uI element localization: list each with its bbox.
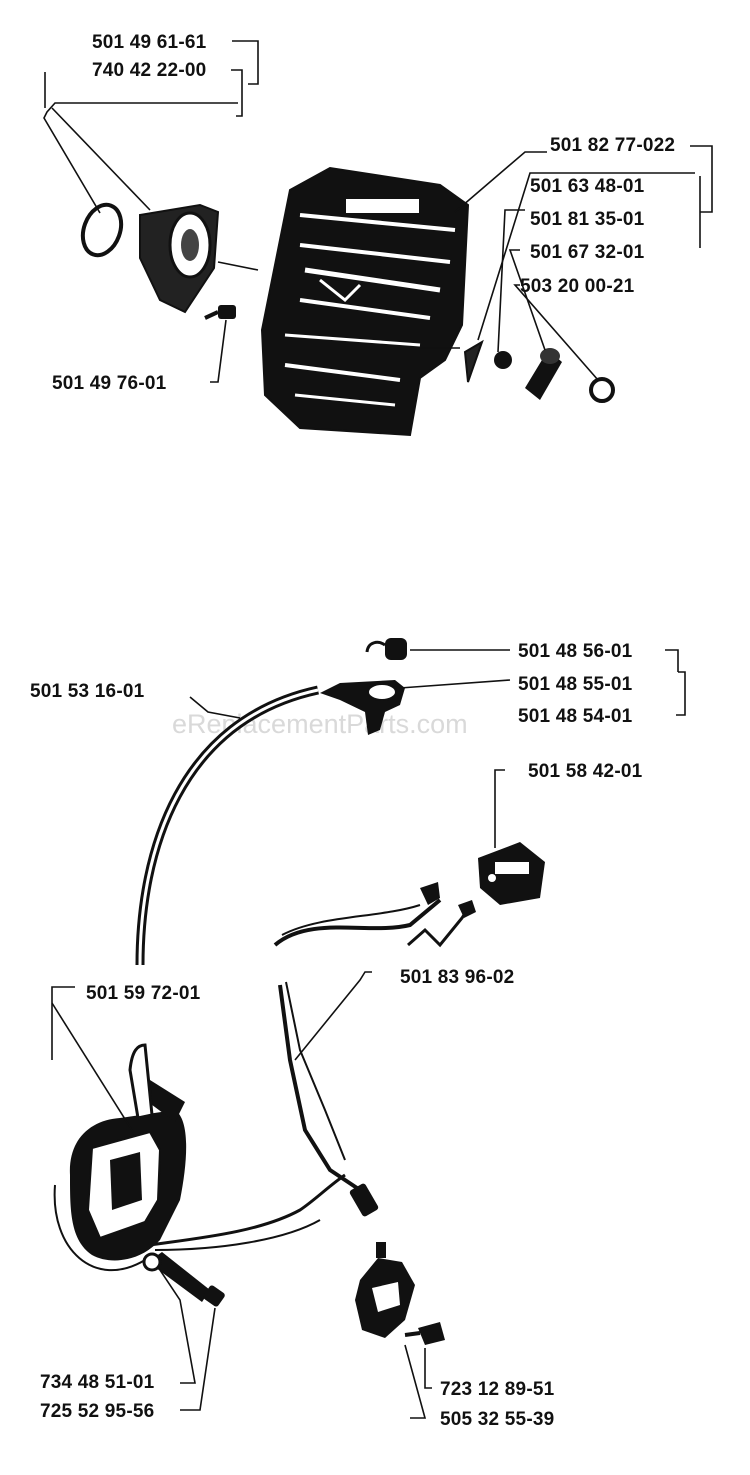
label-734-48-51-01: 734 48 51-01 xyxy=(40,1372,155,1393)
label-501-48-56-01: 501 48 56-01 xyxy=(518,641,633,662)
ignition-lead-part xyxy=(135,685,319,966)
bottom-leaders xyxy=(51,649,686,1419)
label-505-32-55-39: 505 32 55-39 xyxy=(440,1409,554,1430)
label-503-20-00-21: 503 20 00-21 xyxy=(520,276,635,297)
label-501-49-76-01: 501 49 76-01 xyxy=(52,373,167,394)
label-501-82-77-022: 501 82 77-022 xyxy=(550,135,675,156)
wiring-harness-part xyxy=(149,882,476,1251)
label-725-52-95-56: 725 52 95-56 xyxy=(40,1401,154,1422)
label-501-53-16-01: 501 53 16-01 xyxy=(30,681,145,702)
o-ring-part xyxy=(80,202,124,258)
module-screws-part xyxy=(142,1252,225,1307)
small-module-part xyxy=(355,1242,445,1345)
label-501-58-42-01: 501 58 42-01 xyxy=(528,761,643,782)
cylinder-part xyxy=(260,166,470,437)
shaft-parts xyxy=(463,339,615,403)
housing-screw-part xyxy=(204,305,236,320)
label-501-59-72-01: 501 59 72-01 xyxy=(86,983,201,1004)
stop-switch-part xyxy=(478,842,545,905)
label-501-81-35-01: 501 81 35-01 xyxy=(530,209,645,230)
label-740-42-22-00: 740 42 22-00 xyxy=(92,60,206,81)
ignition-module-part xyxy=(53,1043,187,1272)
label-501-48-54-01: 501 48 54-01 xyxy=(518,706,633,727)
bearing-housing-part xyxy=(139,203,220,314)
top-leaders xyxy=(43,40,713,383)
label-501-48-55-01: 501 48 55-01 xyxy=(518,674,633,695)
label-501-49-61-61: 501 49 61-61 xyxy=(92,32,207,53)
label-501-63-48-01: 501 63 48-01 xyxy=(530,176,645,197)
label-501-83-96-02: 501 83 96-02 xyxy=(400,967,514,988)
label-723-12-89-51: 723 12 89-51 xyxy=(440,1379,555,1400)
spark-plug-cap-parts xyxy=(320,638,407,735)
label-501-67-32-01: 501 67 32-01 xyxy=(530,242,645,263)
